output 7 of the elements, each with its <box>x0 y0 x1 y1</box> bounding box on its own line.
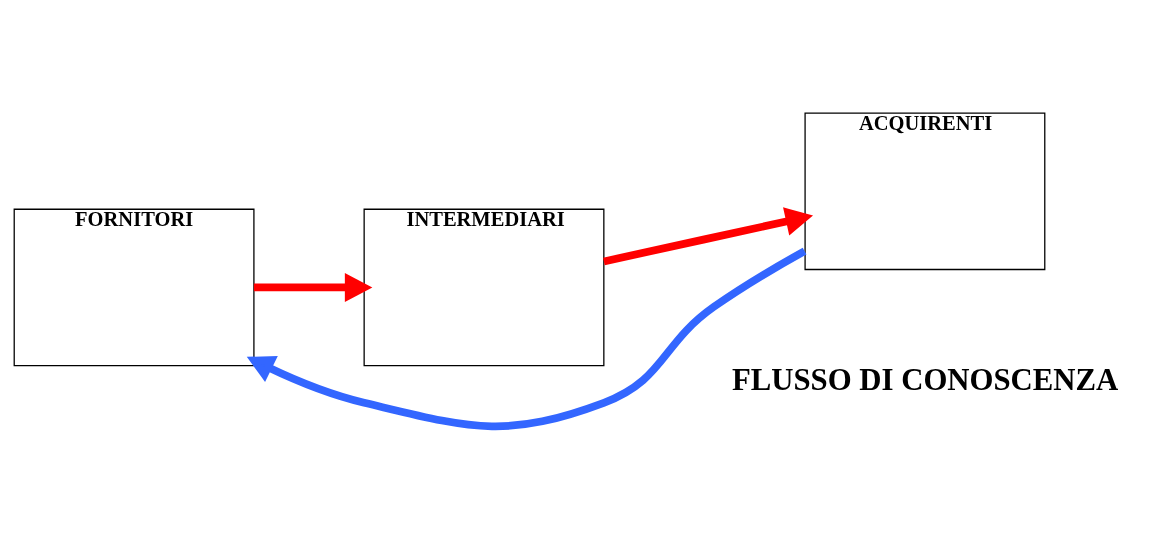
label: FLUSSO DI CONOSCENZA <box>732 363 1119 398</box>
node-box: ACQUIRENTI <box>804 112 1046 271</box>
arrow <box>246 247 807 431</box>
node-box: INTERMEDIARI <box>363 208 605 367</box>
arrow <box>253 273 373 302</box>
node-box: FORNITORI <box>13 208 255 367</box>
arrow <box>603 207 813 266</box>
